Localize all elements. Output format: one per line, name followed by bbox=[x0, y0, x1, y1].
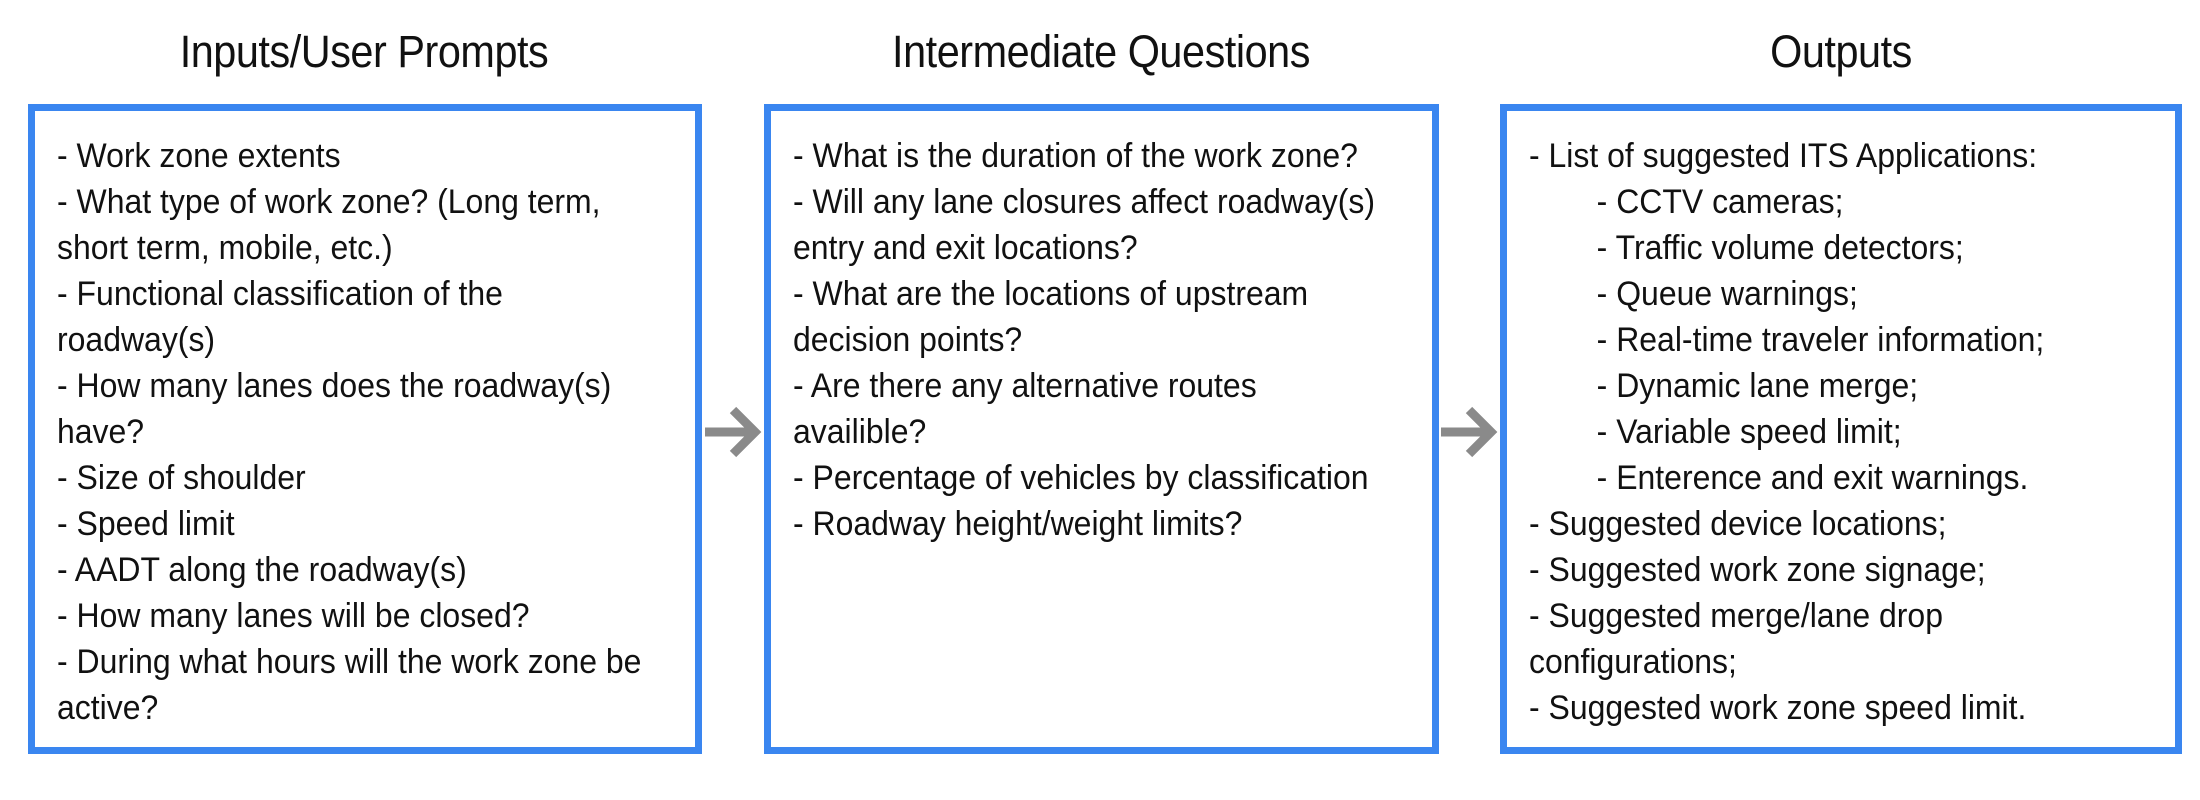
inputs-column-title: Inputs/User Prompts bbox=[179, 26, 549, 77]
list-item: - Functional classification of the bbox=[57, 275, 503, 313]
list-item: decision points? bbox=[793, 321, 1023, 359]
list-item: - Suggested device locations; bbox=[1529, 505, 1947, 543]
inputs-box: - Work zone extents - What type of work … bbox=[28, 104, 702, 754]
list-item: - Will any lane closures affect roadway(… bbox=[793, 183, 1376, 221]
list-item: - Percentage of vehicles by classificati… bbox=[793, 459, 1369, 497]
list-item: roadway(s) bbox=[57, 321, 216, 359]
list-item: - Speed limit bbox=[57, 505, 235, 543]
list-item: - Enterence and exit warnings. bbox=[1596, 459, 2029, 497]
list-item: - Variable speed limit; bbox=[1596, 413, 1902, 451]
list-item: - During what hours will the work zone b… bbox=[57, 643, 642, 681]
outputs-list: - List of suggested ITS Applications: - … bbox=[1529, 133, 2153, 731]
list-item: - How many lanes will be closed? bbox=[57, 597, 530, 635]
inputs-list: - Work zone extents - What type of work … bbox=[57, 133, 673, 731]
list-item: - Queue warnings; bbox=[1596, 275, 1858, 313]
list-item: - Traffic volume detectors; bbox=[1596, 229, 1964, 267]
list-item: - Size of shoulder bbox=[57, 459, 306, 497]
list-item: availible? bbox=[793, 413, 927, 451]
list-item: entry and exit locations? bbox=[793, 229, 1138, 267]
intermediate-questions-box: - What is the duration of the work zone?… bbox=[764, 104, 1439, 754]
list-item: - Suggested merge/lane drop bbox=[1529, 597, 1943, 635]
list-item: - What is the duration of the work zone? bbox=[793, 137, 1358, 175]
outputs-column-title: Outputs bbox=[1770, 26, 1912, 77]
list-item: configurations; bbox=[1529, 643, 1737, 681]
list-item: - Suggested work zone speed limit. bbox=[1529, 689, 2027, 727]
list-item: - Real-time traveler information; bbox=[1596, 321, 2045, 359]
list-item: active? bbox=[57, 689, 159, 727]
list-item: - CCTV cameras; bbox=[1596, 183, 1844, 221]
list-item: short term, mobile, etc.) bbox=[57, 229, 393, 267]
intermediate-questions-list: - What is the duration of the work zone?… bbox=[793, 133, 1410, 547]
list-item: - Suggested work zone signage; bbox=[1529, 551, 1986, 589]
intermediate-questions-column-title: Intermediate Questions bbox=[892, 26, 1310, 77]
list-item: - What are the locations of upstream bbox=[793, 275, 1309, 313]
right-arrow-icon bbox=[1441, 406, 1498, 458]
list-item: - Are there any alternative routes bbox=[793, 367, 1257, 405]
list-item: have? bbox=[57, 413, 145, 451]
list-item: - Work zone extents bbox=[57, 137, 341, 175]
right-arrow-icon bbox=[705, 406, 762, 458]
list-item: - Dynamic lane merge; bbox=[1596, 367, 1919, 405]
list-item: - What type of work zone? (Long term, bbox=[57, 183, 601, 221]
list-item: - Roadway height/weight limits? bbox=[793, 505, 1243, 543]
list-item: - List of suggested ITS Applications: bbox=[1529, 137, 2038, 175]
outputs-box: - List of suggested ITS Applications: - … bbox=[1500, 104, 2182, 754]
list-item: - AADT along the roadway(s) bbox=[57, 551, 467, 589]
list-item: - How many lanes does the roadway(s) bbox=[57, 367, 612, 405]
